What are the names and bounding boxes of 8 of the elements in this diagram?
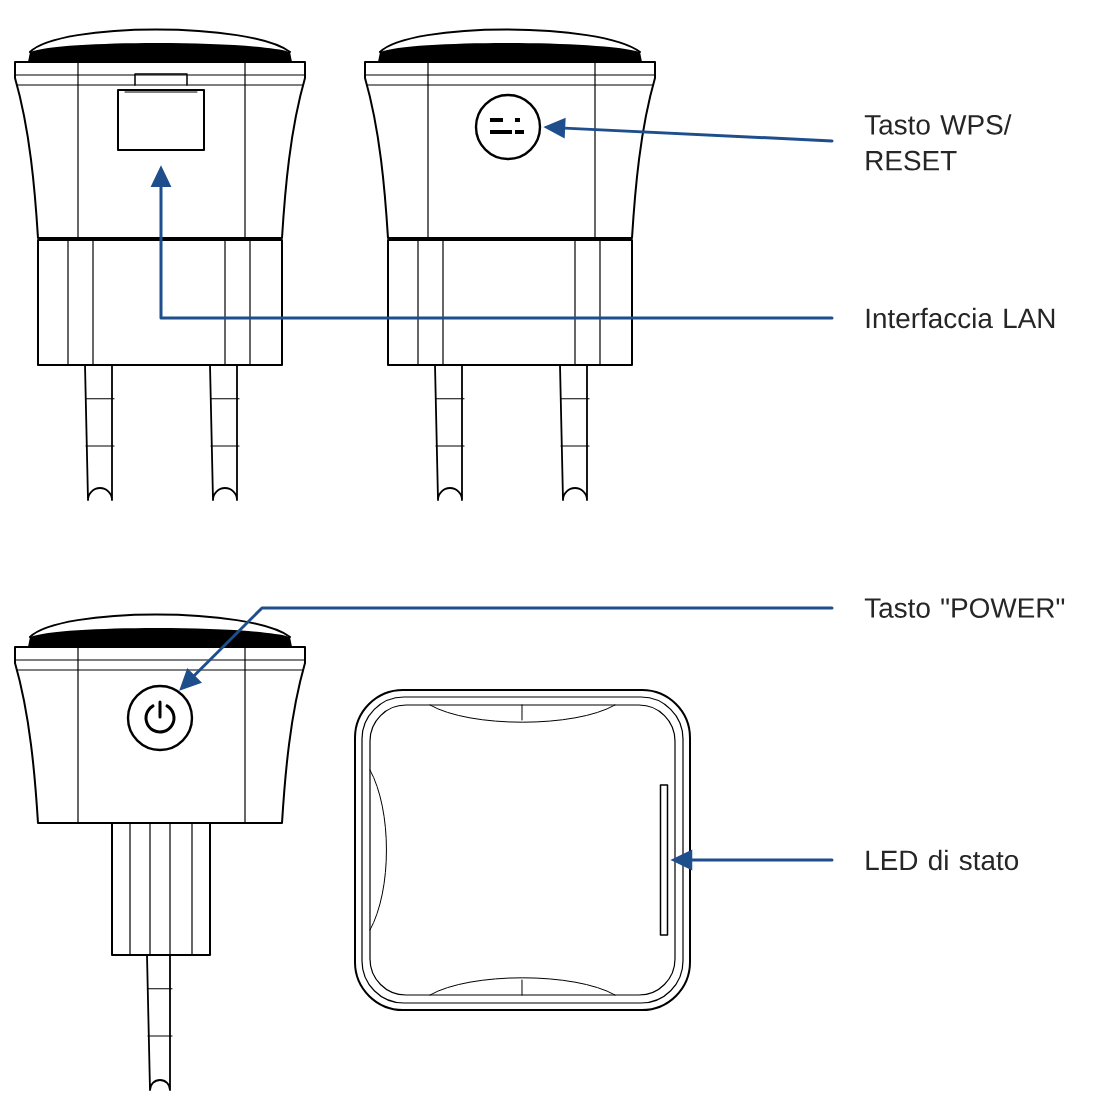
callout-label: Tasto "POWER" — [864, 598, 1065, 618]
led-strip — [659, 784, 669, 936]
callout-label: Tasto WPS/ RESET — [864, 114, 1012, 171]
button — [126, 684, 194, 752]
lan-port — [117, 89, 205, 151]
callout-label: Interfaccia LAN — [866, 307, 1055, 329]
callout-label: LED di stato — [866, 849, 1019, 871]
button — [474, 93, 542, 161]
